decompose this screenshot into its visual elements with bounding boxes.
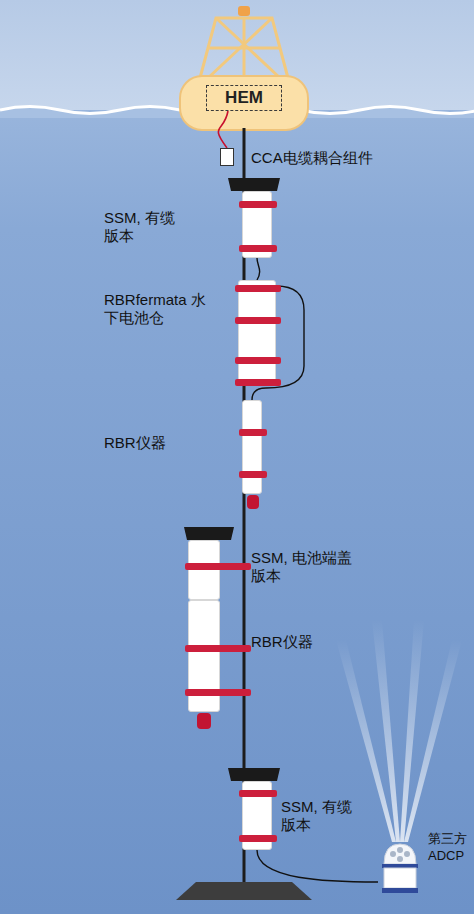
clamp-cap bbox=[228, 768, 280, 781]
cable bbox=[218, 111, 228, 148]
rbr-instrument: RBR仪器 bbox=[242, 400, 262, 494]
clamp-band bbox=[239, 245, 277, 252]
ssm-endcap: SSM, 电池端盖版本 bbox=[188, 540, 220, 600]
part-label: RBR仪器 bbox=[104, 434, 214, 452]
cable bbox=[257, 850, 378, 882]
clamp-band bbox=[235, 285, 281, 292]
clamp-band bbox=[235, 379, 281, 386]
clamp-band bbox=[239, 201, 277, 208]
clamp-band bbox=[239, 790, 277, 797]
clamp-band bbox=[185, 689, 251, 696]
clamp-cap bbox=[228, 178, 280, 191]
part-label: 第三方 ADCP bbox=[428, 830, 472, 864]
clamp-band bbox=[235, 317, 281, 324]
cable-coupler: CCA电缆耦合组件 bbox=[220, 148, 234, 166]
buoy-cage bbox=[200, 18, 288, 78]
buoy-light bbox=[238, 6, 250, 16]
ssm-cabled: SSM, 有缆版本 bbox=[242, 781, 272, 850]
clamp-band bbox=[239, 429, 267, 436]
clamp-band bbox=[239, 471, 267, 478]
ssm-cabled: SSM, 有缆版本 bbox=[242, 191, 272, 258]
cable bbox=[257, 258, 260, 280]
clamp-band bbox=[239, 835, 277, 842]
clamp-band bbox=[185, 563, 251, 570]
adcp: 第三方 ADCP bbox=[378, 842, 422, 894]
clamp-band bbox=[185, 645, 251, 652]
battery-canister: RBRfermata 水下电池仓 bbox=[238, 280, 276, 384]
anchor bbox=[176, 882, 312, 900]
rbr-instrument: RBR仪器 bbox=[188, 600, 220, 712]
part-label: SSM, 有缆版本 bbox=[104, 209, 184, 245]
clamp-band bbox=[235, 357, 281, 364]
adcp-symbol bbox=[378, 842, 422, 894]
hem-module: HEM bbox=[206, 85, 282, 111]
module-label: HEM bbox=[225, 88, 263, 108]
sonar-beams bbox=[336, 620, 462, 842]
part-label: RBRfermata 水下电池仓 bbox=[104, 291, 214, 327]
sensor-tip bbox=[197, 713, 211, 729]
part-label: SSM, 电池端盖版本 bbox=[251, 549, 361, 585]
part-label: SSM, 有缆版本 bbox=[281, 798, 361, 834]
sensor-tip bbox=[247, 495, 259, 509]
buoy-body bbox=[180, 76, 308, 130]
clamp-cap bbox=[184, 527, 234, 540]
sky bbox=[0, 0, 474, 110]
part-label: RBR仪器 bbox=[251, 633, 361, 651]
part-label: CCA电缆耦合组件 bbox=[251, 149, 451, 167]
